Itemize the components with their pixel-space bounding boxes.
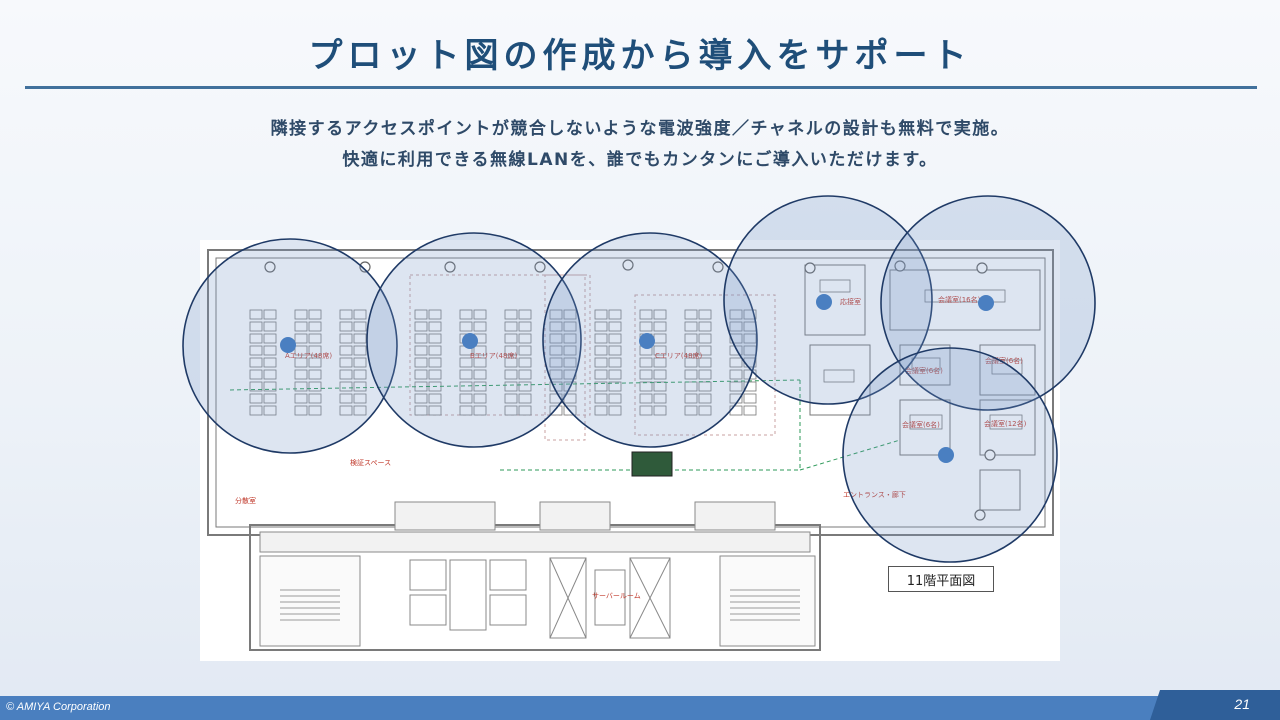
title-rule [25, 86, 1257, 89]
room-label-a: Aエリア(48席) [285, 351, 332, 361]
access-point-marker [639, 333, 655, 349]
page-number: 21 [1234, 696, 1250, 712]
footer-accent [1150, 690, 1280, 720]
footer-bar [0, 696, 1280, 720]
floor-plan-image: Aエリア(48席) Bエリア(48席) Cエリア(48席) 応接室 会議室(16… [200, 240, 1060, 661]
floor-plan-drawing [207, 249, 1054, 651]
room-label-meeting-6c: 会議室(6名) [902, 420, 940, 430]
floor-label: 11階平面図 [906, 574, 976, 589]
access-point-marker [978, 295, 994, 311]
room-label-meeting-6b: 会議室(6名) [985, 356, 1023, 366]
room-label-distribution: 分散室 [235, 497, 256, 505]
copyright: © AMIYA Corporation [6, 701, 111, 713]
slide-title: プロット図の作成から導入をサポート [308, 36, 972, 76]
room-label-reception: 応接室 [840, 297, 861, 307]
room-label-c: Cエリア(48席) [655, 351, 702, 361]
access-point-marker [938, 447, 954, 463]
access-point-marker [280, 337, 296, 353]
room-label-meeting-12: 会議室(12名) [984, 419, 1026, 429]
room-label-meeting-16: 会議室(16名) [938, 295, 980, 305]
room-label-verification: 検証スペース [350, 459, 392, 467]
subtitle-line-1: 隣接するアクセスポイントが競合しないような電波強度／チャネルの設計も無料で実施。 [270, 119, 1010, 139]
floor-label-box: 11階平面図 [888, 566, 994, 592]
room-label-server: サーバールーム [592, 592, 641, 600]
access-point-marker [462, 333, 478, 349]
room-label-entrance: エントランス・廊下 [843, 490, 906, 500]
access-point-marker [816, 294, 832, 310]
subtitle-line-2: 快適に利用できる無線LANを、誰でもカンタンにご導入いただけます。 [342, 150, 938, 170]
room-label-b: Bエリア(48席) [470, 351, 517, 361]
room-label-meeting-6a: 会議室(6名) [905, 366, 943, 376]
